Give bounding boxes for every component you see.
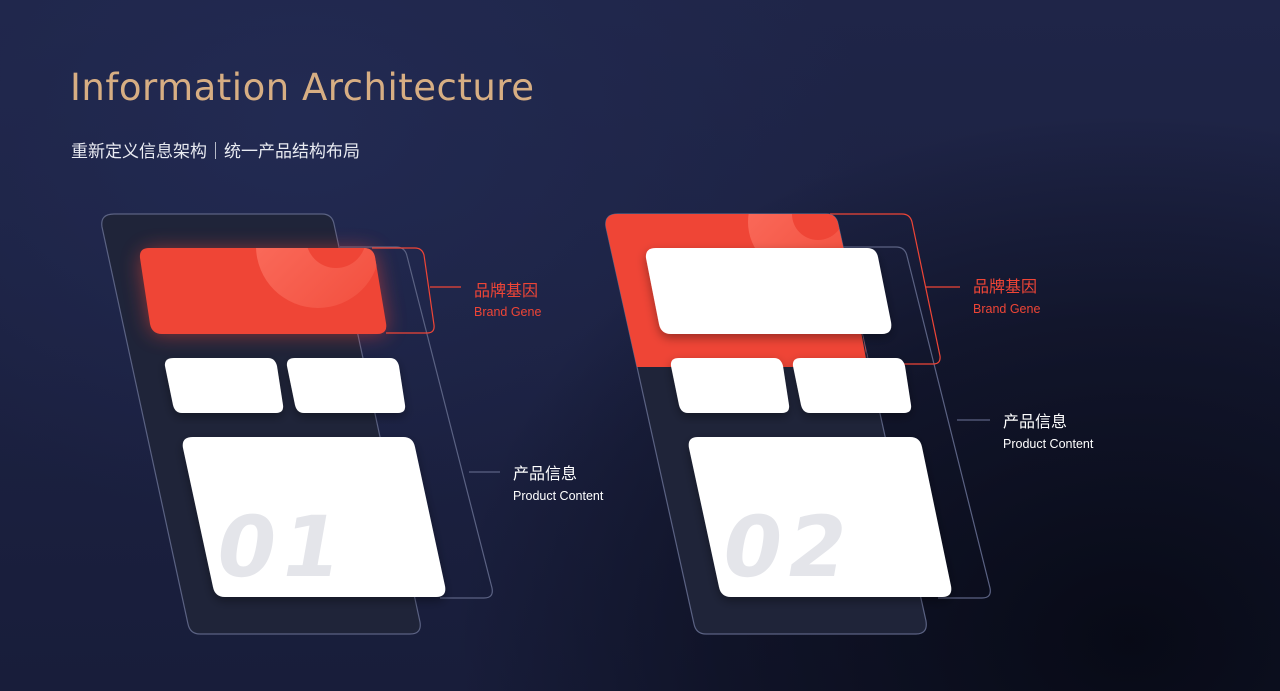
small-card-right-02 <box>792 358 912 413</box>
small-card-right-01 <box>286 358 406 413</box>
brand-label-en-02: Brand Gene <box>973 302 1040 316</box>
brand-label-cn-01: 品牌基因 <box>474 281 538 300</box>
content-card-01 <box>182 437 446 597</box>
page-subtitle: 重新定义信息架构｜统一产品结构布局 <box>71 142 360 162</box>
layout-number-01: 01 <box>209 498 355 596</box>
product-label-cn-02: 产品信息 <box>1003 412 1067 431</box>
page-title: Information Architecture <box>70 66 535 109</box>
content-card-02 <box>688 437 952 597</box>
brand-label-cn-02: 品牌基因 <box>973 277 1037 296</box>
product-label-en-01: Product Content <box>513 489 604 503</box>
product-label-cn-01: 产品信息 <box>513 464 577 483</box>
small-card-left-02 <box>670 358 790 413</box>
product-label-en-02: Product Content <box>1003 437 1094 451</box>
layout-01: 01 品牌基因 Brand Gene 产品信息 Product Content <box>101 213 604 635</box>
small-card-left-01 <box>164 358 284 413</box>
back-panel-outline-02 <box>838 246 991 599</box>
layout-02: 02 品牌基因 Brand Gene 产品信息 Product Content <box>605 213 1094 635</box>
layout-number-02: 02 <box>715 498 861 596</box>
brand-label-en-01: Brand Gene <box>474 305 541 319</box>
brand-outline-01 <box>372 247 435 334</box>
banner-decor-01 <box>256 248 380 308</box>
brand-card-02 <box>645 248 892 334</box>
brand-outline-02 <box>830 213 941 365</box>
